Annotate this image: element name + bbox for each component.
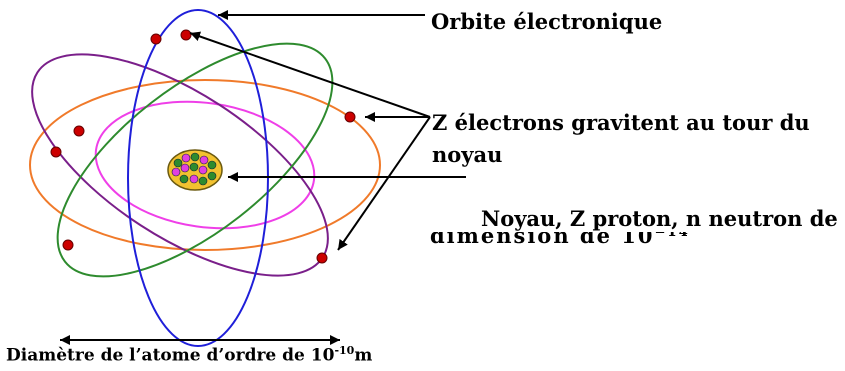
orbit-label: Orbite électronique	[431, 9, 663, 34]
nucleus	[167, 149, 223, 191]
neutron	[179, 174, 189, 184]
proton	[171, 167, 181, 177]
diameter-exponent: -10	[334, 344, 355, 357]
electrons-label-line2: noyau	[432, 142, 503, 167]
neutron	[207, 171, 217, 181]
proton	[198, 165, 208, 175]
proton	[189, 174, 199, 184]
electron	[62, 239, 74, 251]
electron	[316, 252, 328, 264]
electron	[50, 146, 62, 158]
electron	[150, 33, 162, 45]
diameter-unit: m	[354, 345, 373, 366]
neutron	[189, 162, 199, 172]
electron	[73, 125, 85, 137]
electrons-label-line1: Z électrons gravitent au tour du	[432, 110, 810, 135]
electron	[180, 29, 192, 41]
electron	[344, 111, 356, 123]
diameter-label-text: Diamètre de l’atome d’ordre de 10	[6, 345, 335, 366]
nucleus-label-cut-text: dimension de 10⁻¹⁴	[430, 232, 690, 248]
proton	[199, 155, 209, 165]
neutron	[198, 176, 208, 186]
nucleus-label-cut: dimension de 10⁻¹⁴	[430, 232, 845, 250]
orbit-green	[56, 42, 334, 278]
proton	[181, 153, 191, 163]
neutron	[207, 160, 217, 170]
orbit-magenta	[94, 100, 316, 230]
diameter-label: Diamètre de l’atome d’ordre de 10-10m	[6, 344, 372, 366]
neutron	[173, 158, 183, 168]
neutron	[190, 152, 200, 162]
electron-arrow-bottom	[337, 116, 431, 251]
proton	[180, 163, 190, 173]
orbit-orange	[29, 79, 381, 251]
nucleus-label: Noyau, Z proton, n neutron de	[481, 206, 838, 231]
electron-arrow-top	[189, 31, 431, 118]
